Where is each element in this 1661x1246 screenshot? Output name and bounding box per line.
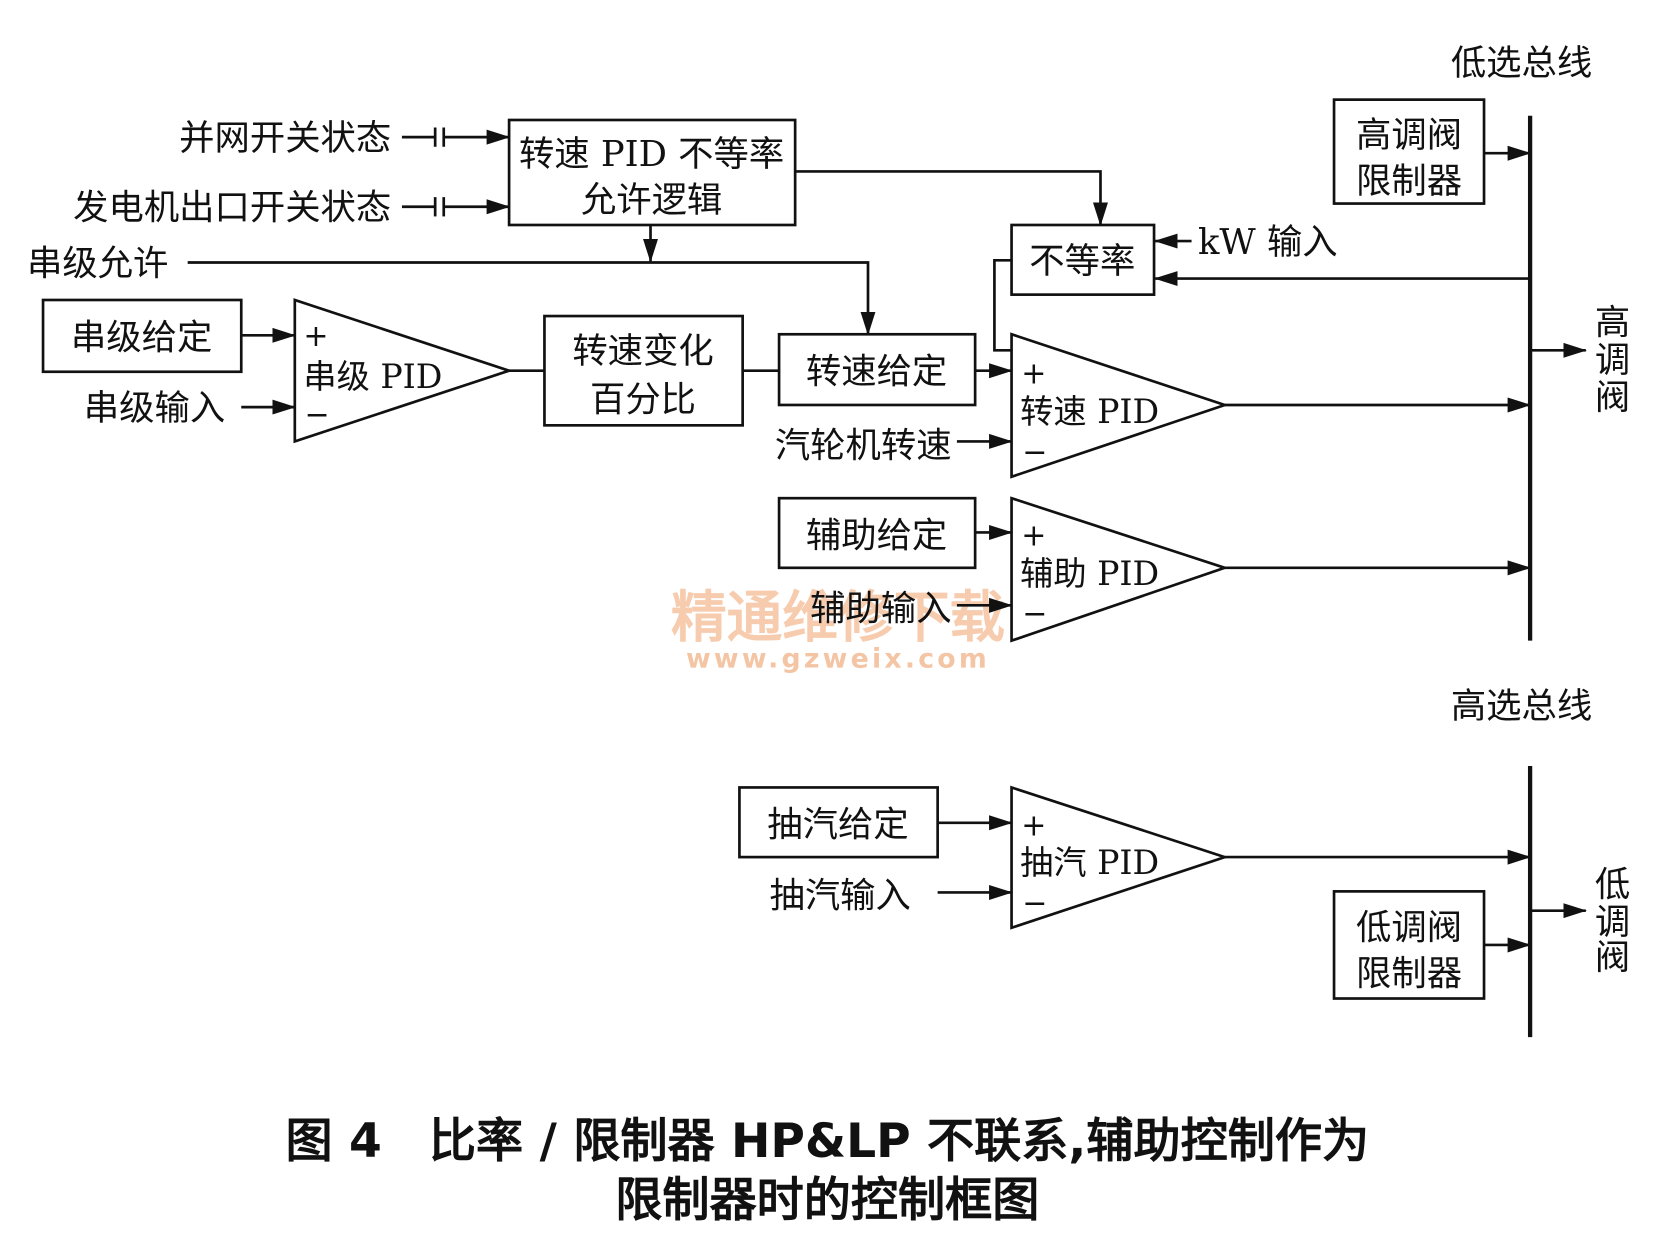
extraction-setpoint-label: 抽汽给定 — [767, 805, 908, 846]
low-select-bus-label: 低选总线 — [1451, 43, 1592, 84]
hp-valve-label-char3: 阀 — [1595, 377, 1630, 418]
lp-limiter-label-line1: 低调阀 — [1356, 908, 1462, 949]
aux-input-label: 辅助输入 — [810, 588, 951, 629]
arrow-cascade-enable-to-speed-setpoint — [187, 261, 876, 336]
extraction-pid-plus-sign: + — [1021, 809, 1046, 844]
lp-limiter-label-line2: 限制器 — [1356, 954, 1462, 995]
cascade-input-label: 串级输入 — [84, 388, 225, 429]
speed-pid-minus-sign: − — [1022, 435, 1047, 470]
hp-limiter-label-line1: 高调阀 — [1356, 115, 1462, 156]
grid-switch-contact-line — [401, 127, 511, 147]
extraction-input-label: 抽汽输入 — [769, 875, 910, 916]
watermark-cn-text: 精通维修下载 — [671, 585, 1005, 650]
droop-permit-logic-block — [507, 118, 797, 227]
hp-valve-label-char2: 调 — [1595, 340, 1630, 381]
cascade-pid-triangle — [293, 298, 514, 444]
cascade-pid-minus-sign: − — [304, 397, 329, 432]
lp-valve-label-char2: 调 — [1595, 902, 1630, 943]
lp-limiter-block — [1332, 890, 1486, 1000]
arrow-logic-to-droop — [795, 170, 1108, 227]
aux-pid-minus-sign: − — [1022, 597, 1047, 632]
extraction-pid-label: 抽汽 PID — [1020, 843, 1159, 882]
high-select-bus-label: 高选总线 — [1451, 686, 1592, 727]
speed-change-percent-block — [543, 314, 744, 427]
extraction-pid-triangle — [1010, 785, 1230, 930]
droop-permit-logic-label-line1: 转速 PID 不等率 — [519, 134, 784, 175]
cascade-pid-label: 串级 PID — [303, 357, 442, 396]
hp-valve-label-char1: 高 — [1595, 302, 1630, 343]
kw-input-label: kW 输入 — [1198, 222, 1338, 263]
gen-breaker-label: 发电机出口开关状态 — [73, 188, 391, 229]
cascade-setpoint-label: 串级给定 — [71, 317, 212, 358]
cascade-pid-plus-sign: + — [303, 319, 328, 354]
speed-pid-plus-sign: + — [1021, 357, 1046, 392]
lp-valve-label-char3: 阀 — [1595, 938, 1630, 979]
aux-setpoint-block — [777, 496, 977, 570]
aux-pid-label: 辅助 PID — [1020, 554, 1159, 593]
grid-switch-label: 并网开关状态 — [179, 118, 391, 159]
droop-label: 不等率 — [1029, 241, 1135, 282]
gen-breaker-contact-line — [401, 197, 511, 217]
hp-limiter-block — [1332, 98, 1486, 205]
watermark-url-text: www.gzweix.com — [686, 643, 990, 674]
aux-setpoint-label: 辅助给定 — [806, 515, 947, 556]
figure-caption-line1: 图 4 比率 / 限制器 HP&LP 不联系,辅助控制作为 — [285, 1114, 1369, 1169]
aux-pid-triangle — [1010, 496, 1229, 643]
extraction-setpoint-block — [738, 786, 939, 859]
lp-valve-label-char1: 低 — [1595, 865, 1630, 906]
cascade-enable-label: 串级允许 — [27, 243, 168, 284]
line-droop-to-speed-pid — [993, 259, 1012, 352]
figure-caption-line2: 限制器时的控制框图 — [615, 1173, 1039, 1228]
speed-change-percent-label-line1: 转速变化 — [572, 331, 713, 372]
speed-pid-triangle — [1010, 332, 1229, 479]
speed-setpoint-block — [777, 332, 977, 407]
turbine-speed-label: 汽轮机转速 — [775, 425, 952, 466]
speed-setpoint-label: 转速给定 — [806, 352, 947, 393]
droop-block — [1010, 223, 1156, 296]
aux-pid-plus-sign: + — [1021, 518, 1046, 553]
speed-change-percent-label-line2: 百分比 — [590, 379, 696, 420]
extraction-pid-minus-sign: − — [1022, 886, 1047, 921]
hp-limiter-label-line2: 限制器 — [1356, 161, 1462, 202]
droop-permit-logic-label-line2: 允许逻辑 — [581, 180, 722, 221]
speed-pid-label: 转速 PID — [1020, 392, 1159, 431]
